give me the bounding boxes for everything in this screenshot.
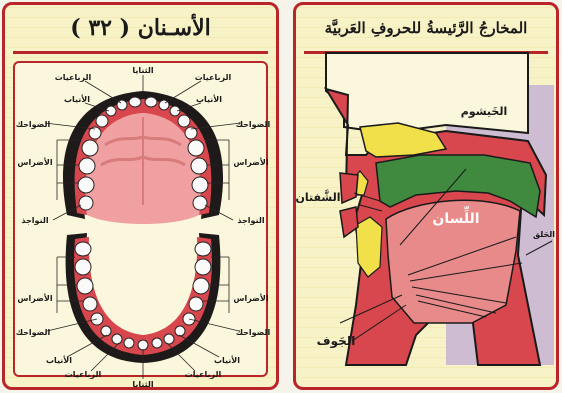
lower-right-label-lateral-incisors: الرباعيات: [185, 370, 222, 379]
upper-right-label-premolars: الضواحك: [236, 120, 271, 129]
label-throat: الحَلق: [533, 230, 555, 239]
upper-lip: [340, 173, 358, 203]
articulation-card: المخارجُ الرَّئيسةُ للحروفِ العَربيَّة: [293, 2, 559, 390]
upper-label-central-incisors: الثنايا: [132, 66, 154, 75]
upper-left-label-premolars: الضواحك: [16, 120, 51, 129]
teeth-card: الأسـنان ( ٣٢ ): [2, 2, 279, 390]
upper-left-label-lateral-incisors: الرباعيات: [55, 73, 92, 82]
upper-left-label-canines: الأنياب: [64, 94, 90, 104]
upper-left-label-wisdom-teeth: النواجذ: [21, 216, 48, 225]
upper-right-label-wisdom-teeth: النواجذ: [237, 216, 264, 225]
hard-palate: [360, 123, 446, 157]
head-cross-section: الخَيشوم الشَّفتان اللِّسان الحَلق الجَو…: [296, 5, 559, 390]
lower-right-label-molars: الأضراس: [233, 293, 268, 304]
upper-right-label-canines: الأنياب: [196, 94, 222, 104]
lower-left-label-molars: الأضراس: [17, 293, 52, 304]
nasal-cavity: [326, 53, 528, 133]
upper-right-label-lateral-incisors: الرباعيات: [195, 73, 232, 82]
teeth-diagram: الثنايا الرباعيات الأنياب الضواحك الأضرا…: [5, 5, 279, 390]
lower-label-central-incisors: الثنايا: [132, 380, 154, 389]
lower-left-label-lateral-incisors: الرباعيات: [65, 370, 102, 379]
upper-right-label-molars: الأضراس: [233, 157, 268, 168]
upper-left-label-molars: الأضراس: [17, 157, 52, 168]
lower-left-label-canines: الأنياب: [46, 355, 72, 365]
lower-right-label-premolars: الضواحك: [236, 328, 271, 337]
upper-jaw: [63, 91, 223, 224]
lower-jaw: [66, 233, 221, 363]
lower-lip: [340, 207, 358, 237]
lower-right-label-canines: الأنياب: [214, 355, 240, 365]
label-oral-cavity: الجَوف: [317, 334, 356, 349]
label-lips: الشَّفتان: [296, 188, 341, 204]
label-nasal-cavity: الخَيشوم: [461, 105, 507, 118]
lower-left-label-premolars: الضواحك: [16, 328, 51, 337]
